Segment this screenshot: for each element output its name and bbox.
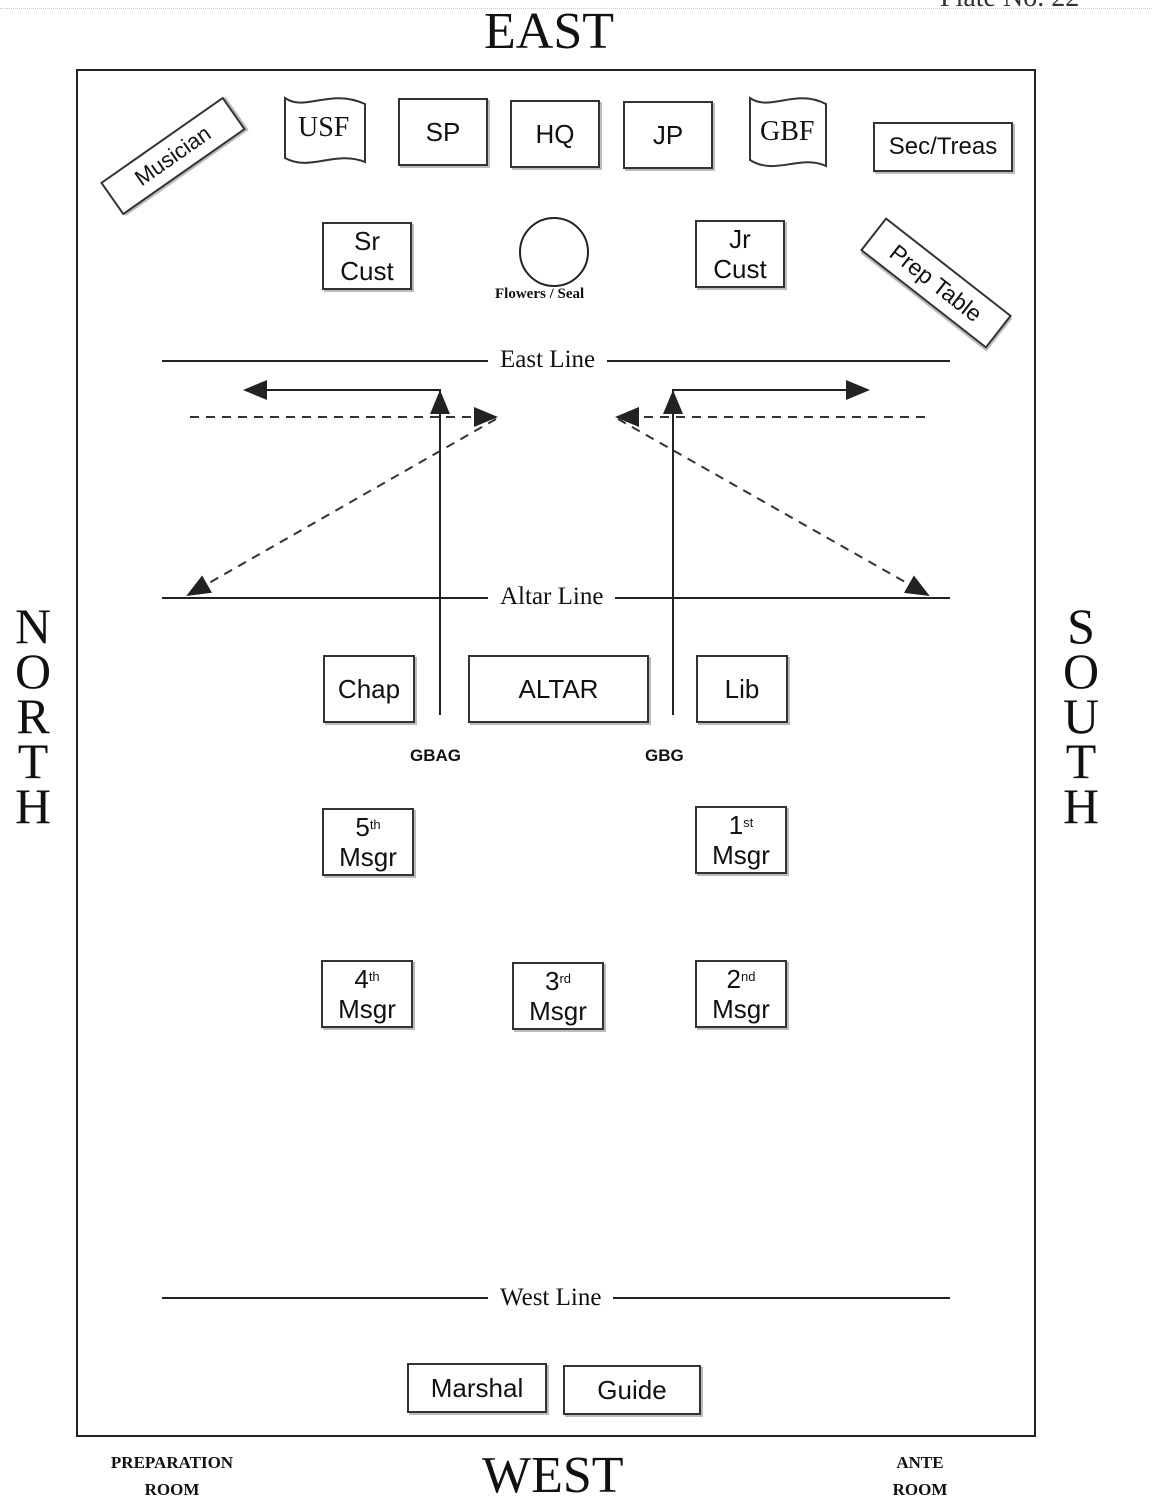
hq-label: HQ xyxy=(535,119,575,149)
north-letter: N xyxy=(14,598,52,654)
flowers-seal-circle xyxy=(519,217,589,287)
altar: ALTAR xyxy=(468,655,649,723)
jp-label: JP xyxy=(652,120,684,150)
south-letter: T xyxy=(1065,733,1097,789)
msgr-4-label: Msgr xyxy=(338,994,396,1024)
flowers-seal-label: Flowers / Seal xyxy=(495,286,585,302)
ante-room-label: ANTE ROOM xyxy=(860,1449,980,1503)
sr-cust-line2: Cust xyxy=(340,256,394,286)
preparation-room-line1: PREPARATION xyxy=(110,1453,234,1472)
east-line-label: East Line xyxy=(488,346,608,374)
south-letter: O xyxy=(1062,643,1100,699)
msgr-1-label: Msgr xyxy=(712,840,770,870)
msgr-3-station: 3rd Msgr xyxy=(512,962,604,1030)
sec-treas-station: Sec/Treas xyxy=(873,122,1013,172)
msgr-2-label: Msgr xyxy=(712,994,770,1024)
plate-number: Plate No. 22 xyxy=(940,0,1079,14)
jr-cust-station: Jr Cust xyxy=(695,220,785,288)
north-letter: R xyxy=(16,688,50,744)
dashed-left-diagonal xyxy=(186,418,497,596)
sp-station: SP xyxy=(398,98,488,166)
hq-station: HQ xyxy=(510,100,600,168)
gbg-label: GBG xyxy=(645,746,684,765)
sr-cust-line1: Sr xyxy=(354,226,380,256)
lib-label: Lib xyxy=(724,674,760,704)
chap-label: Chap xyxy=(337,674,401,704)
north-letter: T xyxy=(17,733,49,789)
msgr-1-ordinal: 1st xyxy=(728,810,754,840)
guide-station: Guide xyxy=(563,1365,701,1415)
lodge-room xyxy=(76,69,1036,1437)
sec-treas-label: Sec/Treas xyxy=(888,133,998,160)
gbf-label: GBF xyxy=(760,116,815,147)
msgr-5-station: 5th Msgr xyxy=(322,808,414,876)
ante-room-line1: ANTE xyxy=(896,1453,944,1472)
msgr-4-ordinal: 4th xyxy=(354,964,380,994)
north-letter: H xyxy=(14,778,52,834)
top-dotted-border xyxy=(0,8,1152,9)
msgr-1-station: 1st Msgr xyxy=(695,806,787,874)
jr-cust-line1: Jr xyxy=(729,224,751,254)
jp-station: JP xyxy=(623,101,713,169)
west-label: WEST xyxy=(482,1447,624,1504)
ante-room-line2: ROOM xyxy=(892,1480,948,1499)
usf-flag xyxy=(284,96,366,164)
altar-label: ALTAR xyxy=(518,674,599,704)
msgr-5-label: Msgr xyxy=(339,842,397,872)
gbag-label: GBAG xyxy=(410,746,461,765)
south-letter: H xyxy=(1062,778,1100,834)
south-letter: S xyxy=(1067,598,1095,654)
lib-station: Lib xyxy=(696,655,788,723)
gbf-flag xyxy=(749,96,827,168)
sr-cust-station: Sr Cust xyxy=(322,222,412,290)
chap-station: Chap xyxy=(323,655,415,723)
south-letter: U xyxy=(1062,688,1100,744)
altar-line-label: Altar Line xyxy=(488,583,616,611)
west-line-label: West Line xyxy=(488,1284,614,1312)
msgr-2-station: 2nd Msgr xyxy=(695,960,787,1028)
preparation-room-line2: ROOM xyxy=(144,1480,200,1499)
north-letter: O xyxy=(14,643,52,699)
marshal-station: Marshal xyxy=(407,1363,547,1413)
msgr-2-ordinal: 2nd xyxy=(726,964,756,994)
msgr-4-station: 4th Msgr xyxy=(321,960,413,1028)
jr-cust-line2: Cust xyxy=(713,254,767,284)
marshal-label: Marshal xyxy=(430,1373,524,1403)
preparation-room-label: PREPARATION ROOM xyxy=(92,1449,252,1503)
msgr-5-ordinal: 5th xyxy=(355,812,381,842)
usf-label: USF xyxy=(298,112,350,143)
dashed-right-diagonal xyxy=(617,418,930,596)
msgr-3-ordinal: 3rd xyxy=(544,966,572,996)
msgr-3-label: Msgr xyxy=(529,996,587,1026)
guide-label: Guide xyxy=(597,1375,667,1405)
east-label: EAST xyxy=(484,3,614,60)
sp-label: SP xyxy=(425,117,461,147)
